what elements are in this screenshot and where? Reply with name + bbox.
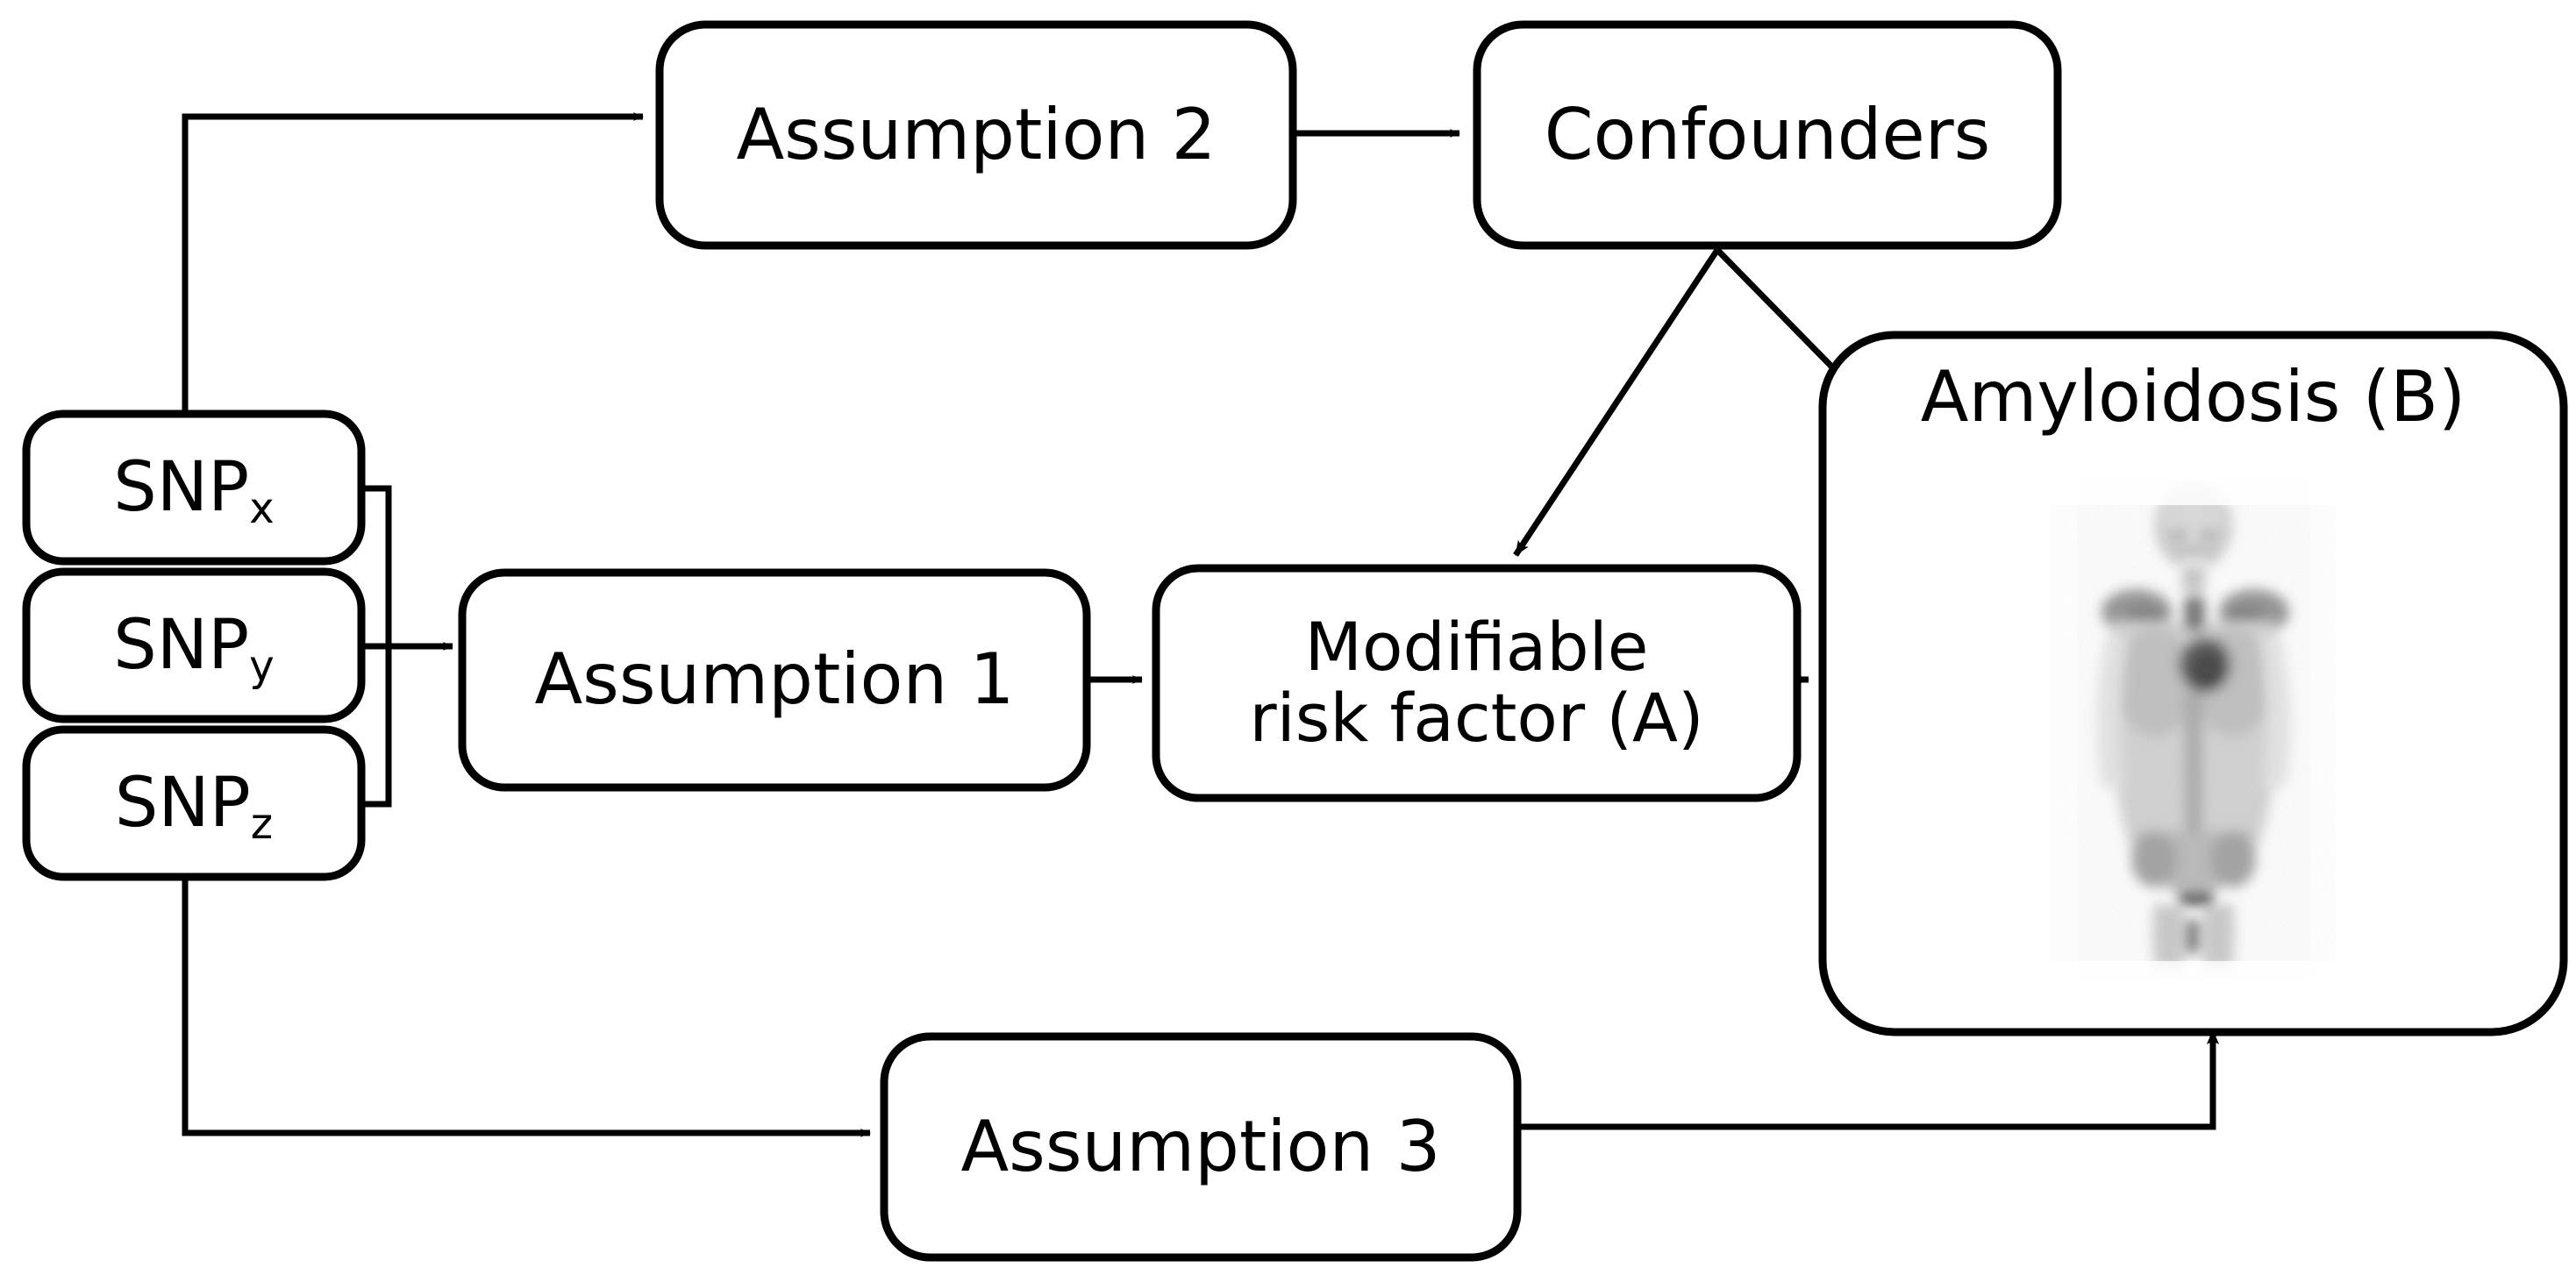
node-box-confounders — [1473, 20, 2062, 250]
node-box-risk-factor — [1152, 564, 1802, 802]
whole-body-scintigraphy-scan — [2051, 481, 2336, 980]
edge-confounders-to-outcome — [1715, 247, 1848, 383]
node-box-assumption-2 — [655, 20, 1297, 250]
edge-confounders-to-riskfactor — [1513, 248, 1720, 557]
node-box-snp-x — [22, 410, 366, 566]
node-box-snp-z — [22, 725, 366, 881]
edge-assumption3-to-outcome — [1515, 1029, 2220, 1130]
scintigraphy-image — [2051, 481, 2336, 980]
node-box-assumption-3 — [880, 1032, 1522, 1262]
node-box-assumption-1 — [458, 568, 1091, 792]
edge-snpz-to-assumption3 — [182, 877, 871, 1137]
edge-snpx-to-assumption2 — [182, 112, 644, 416]
node-box-snp-y — [22, 567, 366, 723]
